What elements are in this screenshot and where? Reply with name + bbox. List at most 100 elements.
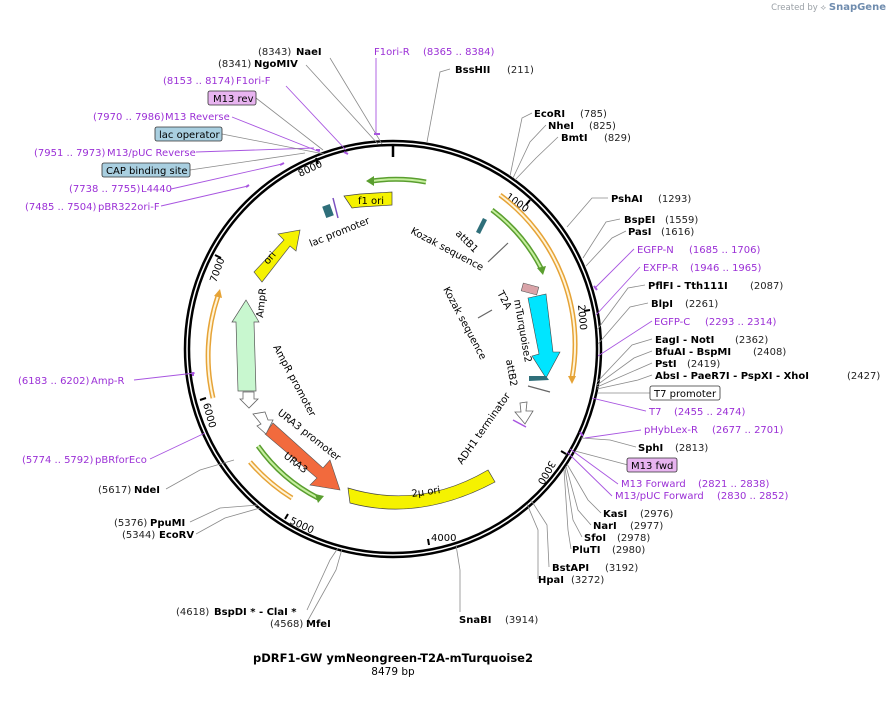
feature-ampr-promoter-arrow (239, 391, 259, 409)
feature-ori (253, 229, 301, 283)
leader-bsshii (426, 68, 451, 143)
enzyme-name-bfuai-bspmi: BfuAI - BspMI (655, 347, 731, 358)
enzyme-pos-bspei: (1559) (665, 215, 698, 226)
primer-name-m13-reverse: M13 Reverse (165, 112, 230, 123)
tick-marks (199, 157, 591, 546)
mark-egfp-n (593, 285, 598, 291)
tick-mark-5000 (284, 513, 289, 520)
enzyme-name-blpi: BlpI (651, 299, 673, 310)
box-t7-promoter (649, 385, 721, 401)
feature-attb2-line (527, 385, 551, 393)
primer-pos-phyblex-r: (2677 .. 2701) (712, 425, 784, 436)
leader-lac-operator-box (221, 133, 325, 155)
leader-naei (329, 57, 383, 145)
feature-attb1 (476, 218, 487, 234)
credit-brand: SnapGene (828, 2, 886, 13)
leader-ngomiv (305, 64, 379, 145)
box-cap-binding-site (101, 162, 191, 178)
leader-ppumi (189, 504, 259, 523)
leader-psti (596, 362, 653, 388)
enzyme-pos-eagi-noti: (2362) (735, 335, 768, 346)
enzyme-name-naei: NaeI (296, 47, 322, 58)
snapgene-credit: Created by ⟡ SnapGene (771, 2, 886, 13)
leader-nhei (512, 124, 547, 179)
box-m13-rev (207, 90, 257, 106)
feature-label-ampr-promoter: AmpR promoter (270, 343, 317, 419)
enzyme-name-hpai: HpaI (538, 575, 564, 586)
enzyme-pos-ngomiv: (8341) (218, 59, 251, 70)
enzyme-name-bsshii: BssHII (455, 65, 490, 76)
feature-ura3 (264, 422, 341, 491)
leader-eagi (596, 338, 653, 383)
leader-t7 (591, 397, 647, 412)
primer-name-phyblex-r: pHybLex-R (644, 425, 698, 436)
tick-mark-7000 (214, 254, 222, 259)
leader-bspdi (306, 547, 339, 611)
snapgene-logo-icon: ⟡ (820, 3, 827, 13)
enzyme-name-pshai: PshAI (611, 194, 643, 205)
primer-pos-m13-reverse: (7970 .. 7986) (93, 112, 165, 123)
enzyme-pos-hpai: (3272) (571, 575, 604, 586)
leader-m13-puc-reverse (195, 147, 315, 153)
enzyme-pos-ndei: (5617) (98, 485, 131, 496)
leader-f1ori-f (285, 85, 347, 151)
feature-attb2 (529, 376, 549, 381)
ymneongreen-arc-head (537, 266, 546, 275)
backbone-outer-ring (183, 139, 603, 559)
mark-f1ori-f (343, 151, 349, 155)
enzyme-name-mfei: MfeI (306, 619, 331, 630)
tick-mark-6000 (199, 397, 207, 401)
leader-absi (596, 374, 653, 390)
orf-arc-ura3-inner (249, 461, 293, 499)
enzyme-pos-blpi: (2261) (685, 299, 718, 310)
enzyme-name-bspei: BspEI (624, 215, 655, 226)
box-lac-operator (154, 126, 223, 142)
enzyme-name-sphi: SphI (638, 443, 663, 454)
feature-m13-fwd-mark (512, 419, 527, 428)
leader-bstapi (530, 499, 550, 568)
leader-sphi (580, 437, 637, 448)
feature-label-lac-promoter: lac promoter (308, 215, 372, 250)
enzyme-leader-lines (165, 57, 653, 623)
leader-m13-puc-forward (566, 451, 613, 497)
leader-snabi (455, 544, 461, 612)
primer-pos-pbrforeco: (5774 .. 5792) (22, 455, 94, 466)
tick-mark-2000 (583, 309, 591, 312)
ura3-arc-green-inner (257, 445, 319, 499)
enzyme-pos-pluti: (2980) (612, 545, 645, 556)
credit-prefix: Created by (771, 3, 818, 13)
enzyme-pos-pasi: (1616) (661, 227, 694, 238)
primer-pos-pbr322ori-f: (7485 .. 7504) (25, 202, 97, 213)
enzyme-name-snabi: SnaBI (459, 615, 491, 626)
primer-name-f1ori-f: F1ori-F (236, 76, 271, 87)
primer-pos-egfp-c: (2293 .. 2314) (705, 317, 777, 328)
leader-pasi (585, 230, 627, 267)
feature-label-t2a: T2A (494, 288, 513, 311)
leader-cap-site-box (189, 152, 306, 171)
enzyme-pos-bfuai-bspmi: (2408) (753, 347, 786, 358)
enzyme-pos-pshai: (1293) (658, 194, 691, 205)
enzyme-pos-ecori: (785) (580, 109, 607, 120)
feature-label-kozak-2: Kozak sequence (440, 285, 488, 361)
feature-lac-operator-mark (322, 203, 334, 219)
tick-mark-8000 (315, 157, 319, 165)
box-label-m13-fwd: M13 fwd (631, 461, 673, 472)
orf-arc-ymneongreen (498, 192, 578, 379)
leader-bfuai (596, 350, 653, 386)
feature-adh1-terminator-arrow (514, 401, 534, 425)
primer-pos-m13-puc-forward: (2830 .. 2852) (717, 491, 789, 502)
enzyme-pos-bmti: (829) (604, 133, 631, 144)
feature-label-mturquoise2: mTurquoise2 (511, 299, 533, 364)
leader-pflfi (596, 284, 646, 331)
enzyme-name-pluti: PluTI (572, 545, 600, 556)
leader-pluti (563, 469, 572, 550)
tick-label-2000: 2000 (575, 304, 588, 330)
feature-t2a-box (520, 282, 540, 296)
orf-arc-ura3 (248, 460, 294, 501)
enzyme-name-bspdi-clai: BspDI * - ClaI * (214, 607, 297, 618)
orf-arc-ymneongreen-inner (499, 194, 577, 379)
primer-name-egfp-n: EGFP-N (637, 245, 674, 256)
enzyme-pos-kasi: (2976) (640, 509, 673, 520)
box-label-t7-promoter: T7 promoter (653, 389, 717, 400)
tick-label-7000: 7000 (208, 256, 227, 284)
